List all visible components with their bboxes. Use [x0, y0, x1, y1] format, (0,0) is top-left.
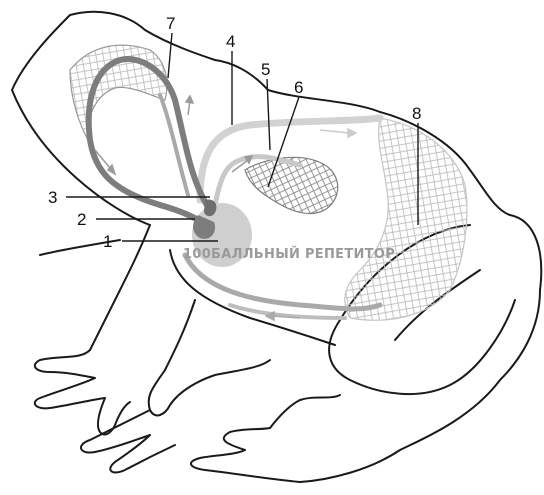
arrow-right-icon [320, 130, 350, 133]
label-4: 4 [226, 32, 235, 51]
label-6: 6 [294, 78, 303, 97]
arrowhead-up-icon [186, 96, 193, 103]
label-2: 2 [77, 210, 86, 229]
label-8: 8 [412, 104, 421, 123]
leader-line-7 [168, 33, 172, 78]
gut-capillary-net [245, 157, 338, 213]
label-1: 1 [103, 232, 112, 251]
label-7: 7 [166, 14, 175, 33]
frog-foot-outline [191, 395, 340, 482]
watermark: 100БАЛЛЬНЫЙ РЕПЕТИТОР [183, 246, 395, 262]
frog-front-leg-back [149, 300, 270, 415]
label-3: 3 [48, 188, 57, 207]
frog-front-toes [81, 410, 175, 472]
arrowhead-right-icon [348, 129, 356, 137]
body-capillary-net [345, 118, 467, 320]
frog-front-leg-outline [35, 225, 150, 434]
label-5: 5 [261, 60, 270, 79]
